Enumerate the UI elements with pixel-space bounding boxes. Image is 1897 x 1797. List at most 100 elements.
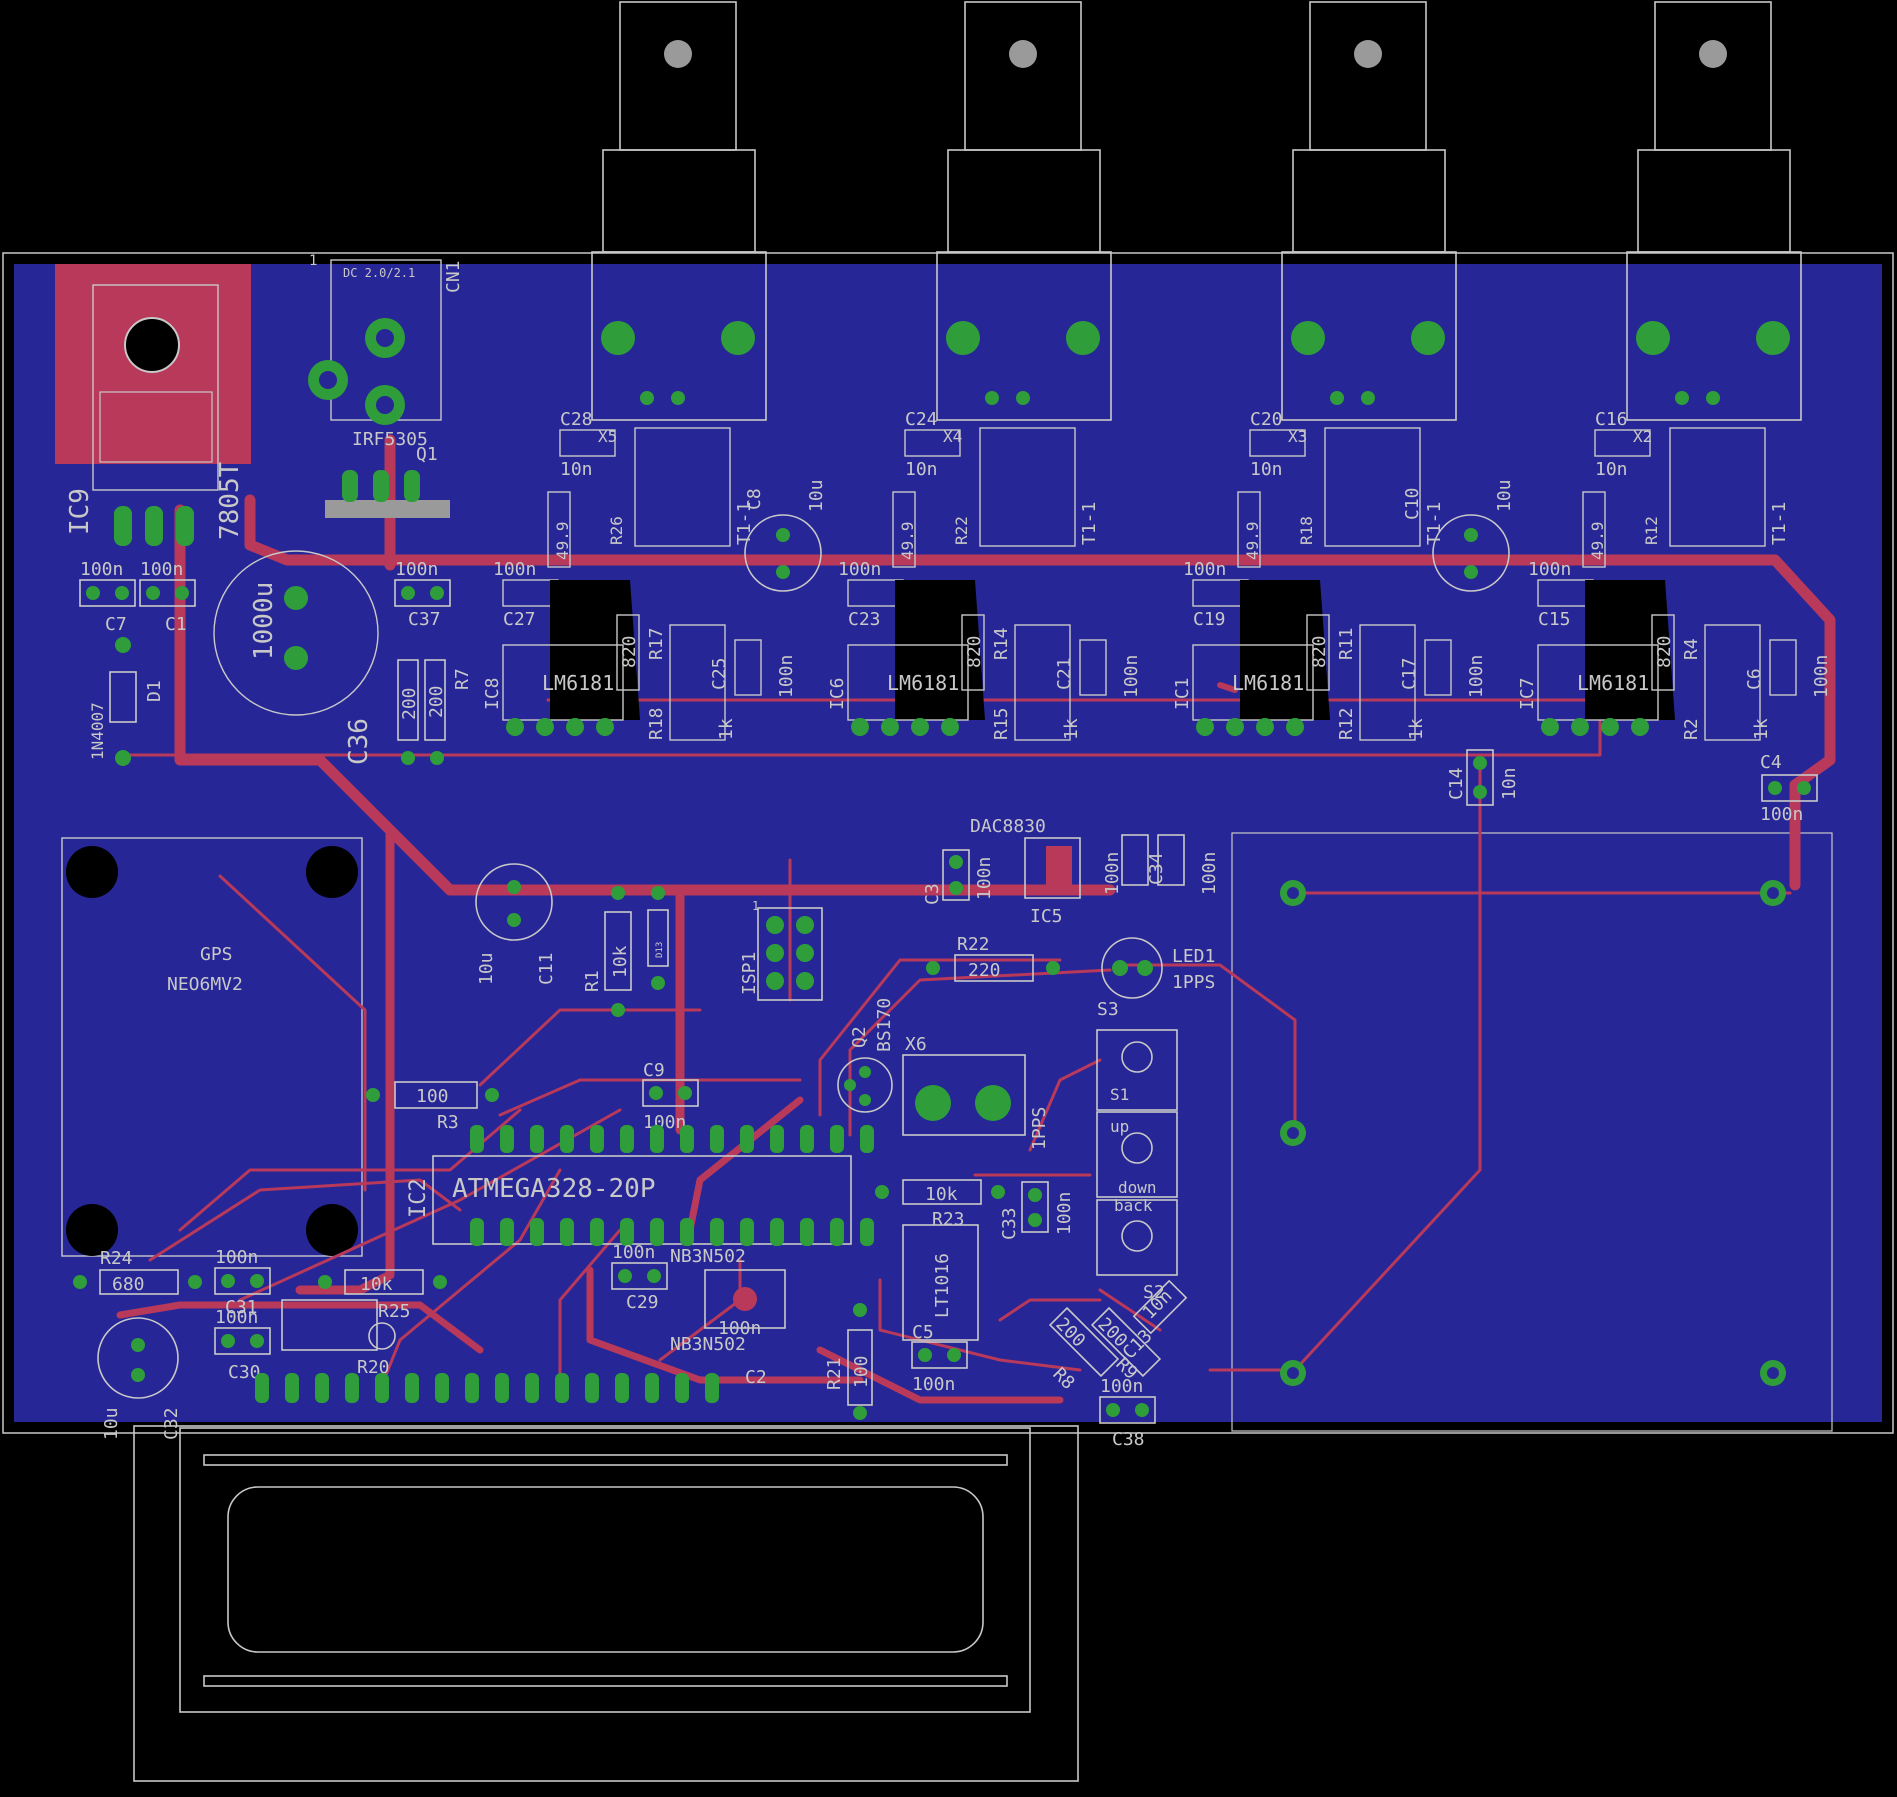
resistor[interactable] (547, 491, 571, 568)
cap-bypass-ref: C27 (503, 609, 536, 630)
bnc-connector[interactable] (1281, 1, 1457, 421)
mcu-atmega328[interactable] (432, 1125, 874, 1246)
mcu-pin (650, 1218, 664, 1246)
resistor-r21[interactable] (847, 1303, 873, 1420)
transformer[interactable] (1324, 427, 1421, 547)
isp-pin: 1 (752, 899, 759, 913)
cap-small[interactable] (1249, 429, 1306, 457)
cap-bypass-ref: C19 (1193, 609, 1226, 630)
bnc-connector[interactable] (1626, 1, 1802, 421)
cap-out[interactable] (734, 639, 762, 696)
cap-c37[interactable] (394, 579, 451, 607)
r7-ref: R7 (452, 668, 473, 690)
pad (1636, 321, 1670, 355)
cap-small[interactable] (1594, 429, 1651, 457)
mosfet-q1[interactable] (325, 470, 450, 518)
cap-out[interactable] (1769, 639, 1797, 696)
r3-ref: R3 (437, 1112, 459, 1133)
transformer[interactable] (634, 427, 731, 547)
transistor-q2[interactable] (837, 1057, 893, 1113)
trimmer[interactable] (1704, 624, 1761, 741)
cap-c8[interactable] (744, 514, 822, 592)
opamp-ic[interactable] (502, 644, 624, 721)
resistor[interactable] (1237, 491, 1261, 568)
dac-ic5[interactable] (1024, 837, 1081, 899)
r-trim-value: 1k (1751, 718, 1772, 740)
dc-jack-cn1[interactable] (308, 259, 442, 425)
cap-c14[interactable] (1466, 749, 1494, 806)
c2-ref: C2 (745, 1367, 767, 1388)
cap-c10[interactable] (1432, 514, 1510, 592)
bulk-capacitor-c36[interactable] (213, 550, 379, 716)
resistor-fb[interactable] (1306, 614, 1330, 691)
pad (536, 718, 554, 736)
opamp-ic[interactable] (1192, 644, 1314, 721)
cap-small[interactable] (904, 429, 961, 457)
mcu-pin (620, 1218, 634, 1246)
cap-small[interactable] (559, 429, 616, 457)
cap-c38[interactable] (1099, 1396, 1156, 1424)
trimmer-r20[interactable] (281, 1299, 396, 1351)
switch-s2[interactable] (1096, 1199, 1178, 1276)
cap-c34[interactable] (1121, 834, 1185, 886)
trimmer[interactable] (1359, 624, 1416, 741)
led-value: 1PPS (1172, 972, 1215, 993)
resistor-fb[interactable] (1651, 614, 1675, 691)
lcd-pin (435, 1373, 449, 1403)
switch-up-label: up (1110, 1117, 1129, 1136)
r22-ref: R22 (957, 934, 990, 955)
comparator-lt1016[interactable] (902, 1224, 979, 1341)
cap-c31[interactable] (214, 1267, 271, 1295)
opamp-ic[interactable] (847, 644, 969, 721)
resistor[interactable] (892, 491, 916, 568)
trimmer[interactable] (669, 624, 726, 741)
cap-c4[interactable] (1761, 774, 1818, 802)
isp-header[interactable] (757, 907, 823, 1001)
cap-c5[interactable] (911, 1341, 968, 1369)
resistor-r9[interactable] (1090, 1306, 1162, 1378)
cap-c3[interactable] (942, 849, 970, 901)
diode-d13[interactable] (647, 886, 669, 990)
resistor[interactable] (1582, 491, 1606, 568)
resistor-pair-r7[interactable] (397, 659, 446, 765)
resistor-fb[interactable] (961, 614, 985, 691)
diode-d1[interactable] (109, 637, 137, 766)
cap-c11[interactable] (475, 863, 553, 941)
clock-nb3n502[interactable] (704, 1269, 786, 1329)
c7-ref: C7 (105, 614, 127, 635)
cn1-pin: 1 (309, 253, 317, 269)
cap-out[interactable] (1424, 639, 1452, 696)
cap-c13[interactable] (1132, 1279, 1188, 1335)
cap-c29[interactable] (611, 1262, 668, 1290)
transformer[interactable] (979, 427, 1076, 547)
resistor-r25[interactable] (318, 1269, 447, 1295)
bnc-connector[interactable] (591, 1, 767, 421)
cap-c7[interactable] (79, 579, 136, 607)
bnc-connector[interactable] (936, 1, 1112, 421)
cap-c32[interactable] (97, 1317, 179, 1399)
regulator-ic9[interactable] (55, 264, 251, 546)
cap-out[interactable] (1079, 639, 1107, 696)
resistor-r24[interactable] (73, 1269, 202, 1295)
cap-bypass-value: 100n (1528, 559, 1571, 580)
cap-c1[interactable] (139, 579, 196, 607)
terminal-x6[interactable] (902, 1054, 1026, 1136)
trimmer[interactable] (1014, 624, 1071, 741)
cap-c9[interactable] (642, 1079, 699, 1107)
switch-s1[interactable] (1096, 1111, 1178, 1198)
resistor-r3[interactable] (366, 1081, 499, 1109)
resistor-fb[interactable] (616, 614, 640, 691)
switch-s3[interactable] (1096, 1029, 1178, 1111)
cap-c30[interactable] (214, 1327, 271, 1355)
r24-value: 680 (112, 1274, 145, 1295)
resistor-r22[interactable] (926, 954, 1060, 982)
opamp-ic[interactable] (1537, 644, 1659, 721)
resistor-r8[interactable] (1048, 1306, 1120, 1378)
transformer[interactable] (1669, 427, 1766, 547)
r24-ref: R24 (100, 1248, 133, 1269)
c9-value: 100n (643, 1112, 686, 1133)
cap-c33[interactable] (1021, 1181, 1049, 1233)
resistor-r23[interactable] (875, 1179, 1005, 1205)
resistor-r1[interactable] (604, 886, 632, 1017)
